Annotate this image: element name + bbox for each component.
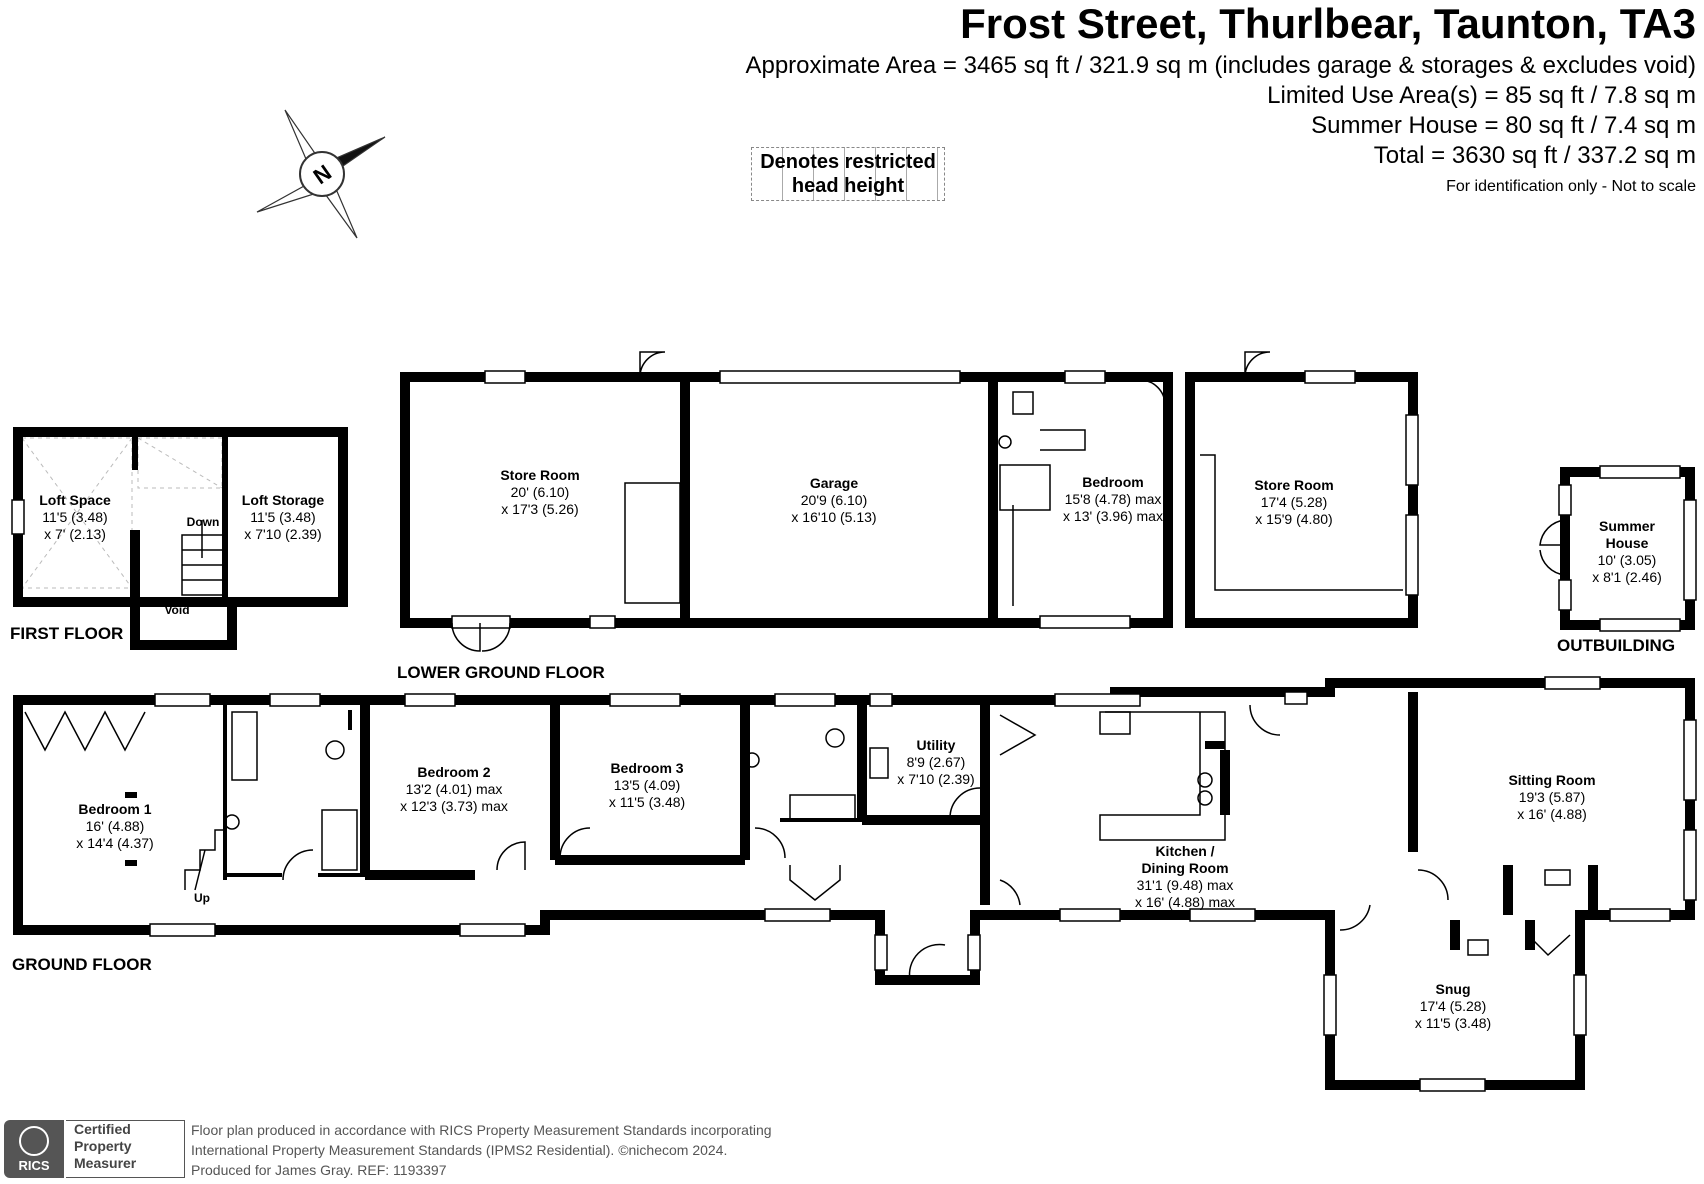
room-kitchen-dining: Kitchen / Dining Room 31'1 (9.48) max x … <box>1135 843 1235 910</box>
room-store-room-1: Store Room 20' (6.10) x 17'3 (5.26) <box>500 467 580 517</box>
badge-line-1: Certified <box>74 1121 131 1137</box>
room-bedroom-1: Bedroom 1 16' (4.88) x 14'4 (4.37) <box>76 801 154 851</box>
room-store-room-2: Store Room 17'4 (5.28) x 15'9 (4.80) <box>1254 477 1334 527</box>
legend-line-1: Denotes restricted <box>760 151 936 173</box>
property-address-title: Frost Street, Thurlbear, Taunton, TA3 <box>960 0 1696 47</box>
total-area: Total = 3630 sq ft / 337.2 sq m <box>1373 142 1696 169</box>
footer-credits: Floor plan produced in accordance with R… <box>191 1120 772 1180</box>
rics-certified-badge: RICS Certified Property Measurer <box>4 1120 185 1178</box>
lower-ground-floor-label: LOWER GROUND FLOOR <box>397 663 605 682</box>
stairs-up-label: Up <box>194 891 210 905</box>
scale-disclaimer: For identification only - Not to scale <box>1446 178 1696 195</box>
stairs-down-label: Down <box>186 515 220 529</box>
rics-logo-text: RICS <box>18 1158 50 1173</box>
room-bedroom-lower-ground: Bedroom 15'8 (4.78) max x 13' (3.96) max <box>1063 474 1163 524</box>
room-loft-storage: Loft Storage 11'5 (3.48) x 7'10 (2.39) <box>241 492 325 542</box>
room-utility: Utility 8'9 (2.67) x 7'10 (2.39) <box>897 737 975 787</box>
legend-line-2: head height <box>791 175 905 197</box>
void-label: Void <box>164 603 190 617</box>
outbuilding-label: OUTBUILDING <box>1557 636 1676 655</box>
footer-line-3: Produced for James Gray. REF: 1193397 <box>191 1162 447 1178</box>
badge-line-2: Property <box>74 1138 132 1154</box>
room-summer-house: Summer House 10' (3.05) x 8'1 (2.46) <box>1592 518 1662 585</box>
ground-floor-label: GROUND FLOOR <box>12 955 152 974</box>
limited-use-area: Limited Use Area(s) = 85 sq ft / 7.8 sq … <box>1267 82 1696 109</box>
compass-icon: N <box>256 109 386 239</box>
room-garage: Garage 20'9 (6.10) x 16'10 (5.13) <box>791 475 877 525</box>
room-bedroom-2: Bedroom 2 13'2 (4.01) max x 12'3 (3.73) … <box>400 764 508 814</box>
summer-house-area: Summer House = 80 sq ft / 7.4 sq m <box>1311 112 1696 139</box>
footer-line-2: International Property Measurement Stand… <box>191 1142 728 1158</box>
rics-logo-icon <box>19 1126 49 1156</box>
room-loft-space: Loft Space 11'5 (3.48) x 7' (2.13) <box>39 492 111 542</box>
room-sitting-room: Sitting Room 19'3 (5.87) x 16' (4.88) <box>1508 772 1596 822</box>
footer-line-1: Floor plan produced in accordance with R… <box>191 1122 772 1138</box>
room-snug: Snug 17'4 (5.28) x 11'5 (3.48) <box>1414 981 1492 1031</box>
badge-line-3: Measurer <box>74 1155 137 1171</box>
approximate-area: Approximate Area = 3465 sq ft / 321.9 sq… <box>745 52 1696 79</box>
first-floor-label: FIRST FLOOR <box>10 624 124 643</box>
restricted-height-legend: Denotes restricted head height <box>751 147 945 201</box>
room-bedroom-3: Bedroom 3 13'5 (4.09) x 11'5 (3.48) <box>608 760 686 810</box>
